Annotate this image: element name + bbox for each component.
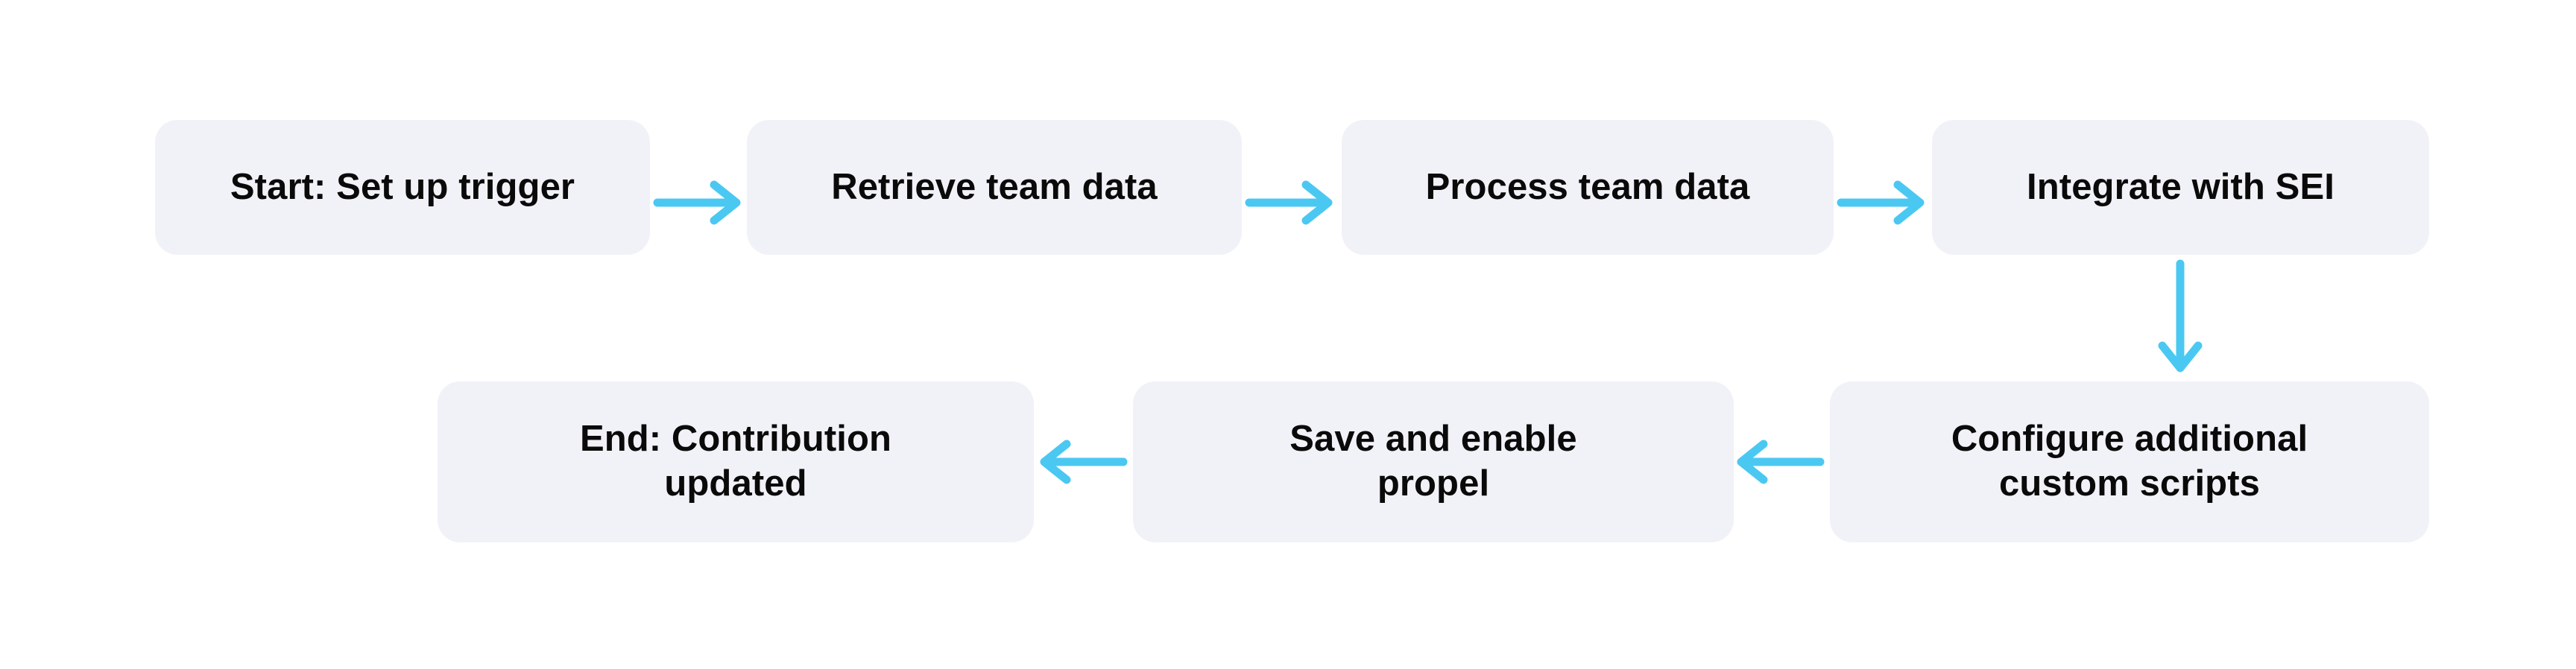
- flow-node-label: Save and enable propel: [1289, 419, 1577, 504]
- flow-node-label: End: Contribution updated: [579, 419, 892, 504]
- flow-node-save-and-enable-propel[interactable]: Save and enable propel: [1133, 381, 1734, 542]
- flow-node-label: Retrieve team data: [831, 166, 1158, 207]
- flow-node-configure-custom-scripts[interactable]: Configure additional custom scripts: [1830, 381, 2429, 542]
- flow-node-label: Configure additional custom scripts: [1951, 419, 2308, 504]
- flow-node-label: Start: Set up trigger: [230, 166, 575, 207]
- flow-node-end-contribution-updated[interactable]: End: Contribution updated: [438, 381, 1034, 542]
- flow-node-process-team-data[interactable]: Process team data: [1342, 120, 1834, 255]
- arrow-left-icon: [1040, 436, 1128, 488]
- arrow-right-icon: [1837, 177, 1928, 229]
- flow-node-label: Integrate with SEI: [2027, 166, 2334, 207]
- flow-node-start[interactable]: Start: Set up trigger: [155, 120, 650, 255]
- flow-node-integrate-with-sei[interactable]: Integrate with SEI: [1932, 120, 2429, 255]
- arrow-left-icon: [1737, 436, 1825, 488]
- flow-node-retrieve-team-data[interactable]: Retrieve team data: [747, 120, 1242, 255]
- arrow-right-icon: [1245, 177, 1336, 229]
- arrow-down-icon: [2154, 259, 2206, 375]
- arrow-right-icon: [653, 177, 744, 229]
- flow-node-label: Process team data: [1425, 166, 1750, 207]
